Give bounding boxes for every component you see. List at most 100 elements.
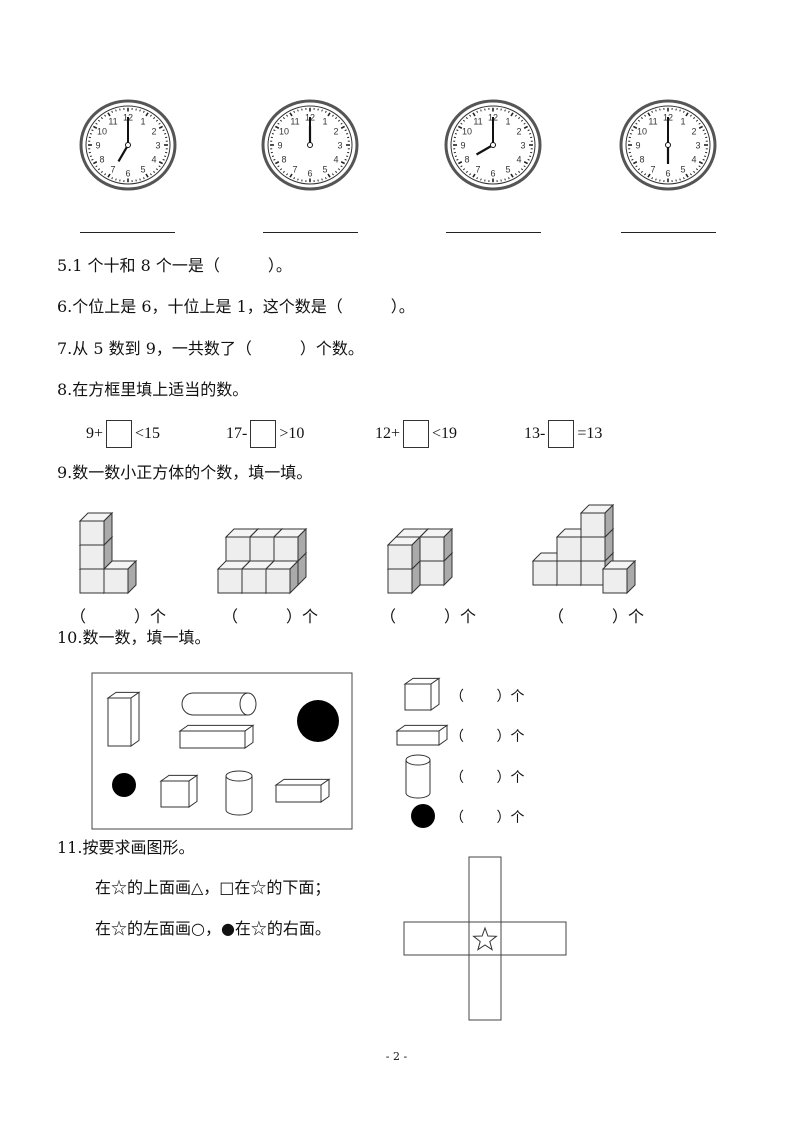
clock-numeral: 7 bbox=[110, 165, 115, 175]
clock-tick bbox=[629, 133, 633, 135]
clock-tick bbox=[651, 110, 653, 113]
clock-numeral: 4 bbox=[691, 155, 696, 165]
clock-tick bbox=[95, 122, 98, 125]
clock-tick bbox=[282, 170, 285, 173]
clock-tick bbox=[523, 161, 529, 165]
clock-tick bbox=[685, 173, 689, 178]
cube-figure-4 bbox=[531, 503, 615, 587]
clock-answer-line-3[interactable] bbox=[446, 232, 541, 233]
clock-tick bbox=[289, 173, 293, 178]
clock-tick bbox=[465, 170, 468, 173]
cube-front bbox=[556, 560, 582, 586]
clock-tick bbox=[510, 112, 514, 117]
clock-tick bbox=[335, 170, 338, 173]
count-sphere[interactable]: （ ）个 bbox=[450, 810, 525, 826]
clock-tick bbox=[274, 125, 280, 129]
clock-tick bbox=[508, 177, 510, 180]
cube-count-3[interactable]: （ ）个 bbox=[380, 607, 477, 626]
clock-pin bbox=[490, 142, 496, 148]
clock-tick bbox=[149, 173, 152, 176]
clock-pin bbox=[307, 142, 313, 148]
question-9: 9.数一数小正方体的个数，填一填。 bbox=[57, 463, 313, 482]
cylinder-body bbox=[225, 776, 253, 816]
cube-front bbox=[217, 568, 243, 594]
clock-numeral: 4 bbox=[151, 155, 156, 165]
clock-tick bbox=[153, 170, 156, 173]
clock-numeral: 9 bbox=[460, 141, 465, 151]
q11-instruction-1: 在☆的上面画△，□在☆的下面； bbox=[95, 878, 331, 897]
clock-numeral: 8 bbox=[640, 155, 645, 165]
clock-tick bbox=[472, 173, 476, 178]
clock-tick bbox=[331, 114, 334, 117]
clock-tick bbox=[155, 119, 159, 122]
clock-tick bbox=[100, 170, 103, 173]
clock-tick bbox=[89, 133, 93, 135]
clock-numeral: 2 bbox=[691, 127, 696, 137]
clock-answer-line-4[interactable] bbox=[621, 232, 716, 233]
cube-front bbox=[556, 536, 582, 562]
cylinder-horizontal-icon bbox=[181, 692, 257, 716]
clock-numeral: 6 bbox=[307, 169, 312, 179]
clock-tick bbox=[655, 109, 657, 112]
clock-tick bbox=[286, 114, 289, 117]
cube-front bbox=[241, 568, 267, 594]
count-cylinder[interactable]: （ ）个 bbox=[450, 770, 525, 786]
clock-numeral: 2 bbox=[516, 127, 521, 137]
clock-tick bbox=[698, 122, 701, 125]
clock-tick bbox=[635, 122, 638, 125]
eq-left: 17- bbox=[226, 425, 248, 442]
clock-tick bbox=[340, 161, 346, 165]
cylinder-upright-icon bbox=[225, 770, 253, 816]
answer-box[interactable] bbox=[106, 420, 133, 448]
count-cube[interactable]: （ ）个 bbox=[450, 689, 525, 705]
clock-numeral: 6 bbox=[665, 169, 670, 179]
answer-box[interactable] bbox=[548, 420, 575, 448]
answer-box[interactable] bbox=[403, 420, 430, 448]
cube-icon bbox=[159, 774, 199, 808]
answer-box[interactable] bbox=[250, 420, 277, 448]
clock-numeral: 9 bbox=[95, 141, 100, 151]
front-face bbox=[404, 683, 432, 711]
clock-tick bbox=[325, 177, 327, 180]
cube-front bbox=[225, 536, 251, 562]
clock-numeral: 3 bbox=[520, 141, 525, 151]
cube-figure-4-front bbox=[601, 559, 637, 595]
clock-tick bbox=[344, 129, 347, 132]
question-6: 6.个位上是 6，十位上是 1，这个数是（ ）。 bbox=[57, 297, 415, 316]
cube-count-2[interactable]: （ ）个 bbox=[222, 607, 319, 626]
clock-tick bbox=[518, 170, 521, 173]
clock-tick bbox=[698, 161, 704, 165]
cube-front bbox=[249, 536, 275, 562]
clock-tick bbox=[340, 122, 343, 125]
clock-tick bbox=[508, 110, 510, 113]
clock-tick bbox=[153, 117, 156, 120]
cube-count-1[interactable]: （ ）个 bbox=[70, 607, 167, 626]
clock-tick bbox=[297, 109, 299, 112]
clock-tick bbox=[327, 112, 331, 117]
clock-tick bbox=[693, 170, 696, 173]
equation-1: 9+<15 bbox=[86, 420, 160, 448]
clock-tick bbox=[91, 158, 94, 161]
clock-tick bbox=[698, 165, 701, 168]
clock-answer-line-2[interactable] bbox=[263, 232, 358, 233]
clock-tick bbox=[528, 133, 532, 135]
clock-tick bbox=[335, 117, 338, 120]
clock-tick bbox=[293, 177, 295, 180]
top-face bbox=[274, 778, 331, 786]
clock-tick bbox=[139, 178, 141, 181]
clock-answer-line-1[interactable] bbox=[80, 232, 175, 233]
cross-horizontal-bar bbox=[403, 921, 567, 956]
cube-front bbox=[273, 536, 299, 562]
clock-numeral: 4 bbox=[333, 155, 338, 165]
cube-front bbox=[580, 560, 606, 586]
count-cuboid[interactable]: （ ）个 bbox=[450, 729, 525, 745]
clock-numeral: 5 bbox=[505, 165, 510, 175]
cube-count-4[interactable]: （ ）个 bbox=[548, 607, 645, 626]
cuboid-flat-icon bbox=[178, 724, 255, 749]
clock-tick bbox=[104, 173, 107, 176]
cylinder-top bbox=[405, 754, 431, 766]
clock-tick bbox=[145, 112, 149, 117]
clock-tick bbox=[337, 168, 341, 171]
clock-tick bbox=[277, 165, 280, 168]
